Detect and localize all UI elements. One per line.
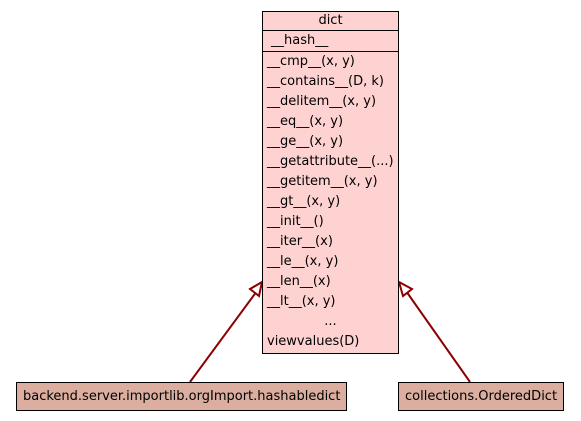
method-init: __init__() — [267, 214, 324, 229]
class-dict[interactable]: dict __hash__ __cmp__(x, y) __contains__… — [262, 11, 399, 354]
edge-hashabledict-to-dict — [189, 279, 264, 383]
method-delitem: __delitem__(x, y) — [267, 94, 377, 109]
class-hashabledict[interactable]: backend.server.importlib.orgImport.hasha… — [16, 382, 347, 411]
class-name: dict — [263, 12, 398, 31]
attribute-hash: __hash__ — [271, 33, 329, 48]
method-cmp: __cmp__(x, y) — [267, 54, 355, 69]
method-contains: __contains__(D, k) — [267, 74, 384, 89]
method-viewvalues: viewvalues(D) — [267, 334, 360, 349]
inheritance-arrowhead — [248, 279, 264, 298]
method-len: __len__(x) — [267, 274, 331, 289]
method-getattribute: __getattribute__(...) — [267, 154, 394, 169]
method-gt: __gt__(x, y) — [267, 194, 341, 209]
method-ge: __ge__(x, y) — [267, 134, 344, 149]
method-le: __le__(x, y) — [267, 254, 339, 269]
attribute-section: __hash__ — [263, 31, 398, 52]
method-ellipsis: ... — [324, 314, 337, 329]
method-getitem: __getitem__(x, y) — [267, 174, 378, 189]
class-ordereddict[interactable]: collections.OrderedDict — [398, 382, 564, 411]
edge-ordereddict-to-dict — [397, 279, 471, 383]
inheritance-arrowhead — [397, 279, 414, 298]
method-iter: __iter__(x) — [267, 234, 333, 249]
method-lt: __lt__(x, y) — [267, 294, 336, 309]
method-eq: __eq__(x, y) — [267, 114, 344, 129]
method-section: __cmp__(x, y) __contains__(D, k) __delit… — [263, 52, 398, 352]
